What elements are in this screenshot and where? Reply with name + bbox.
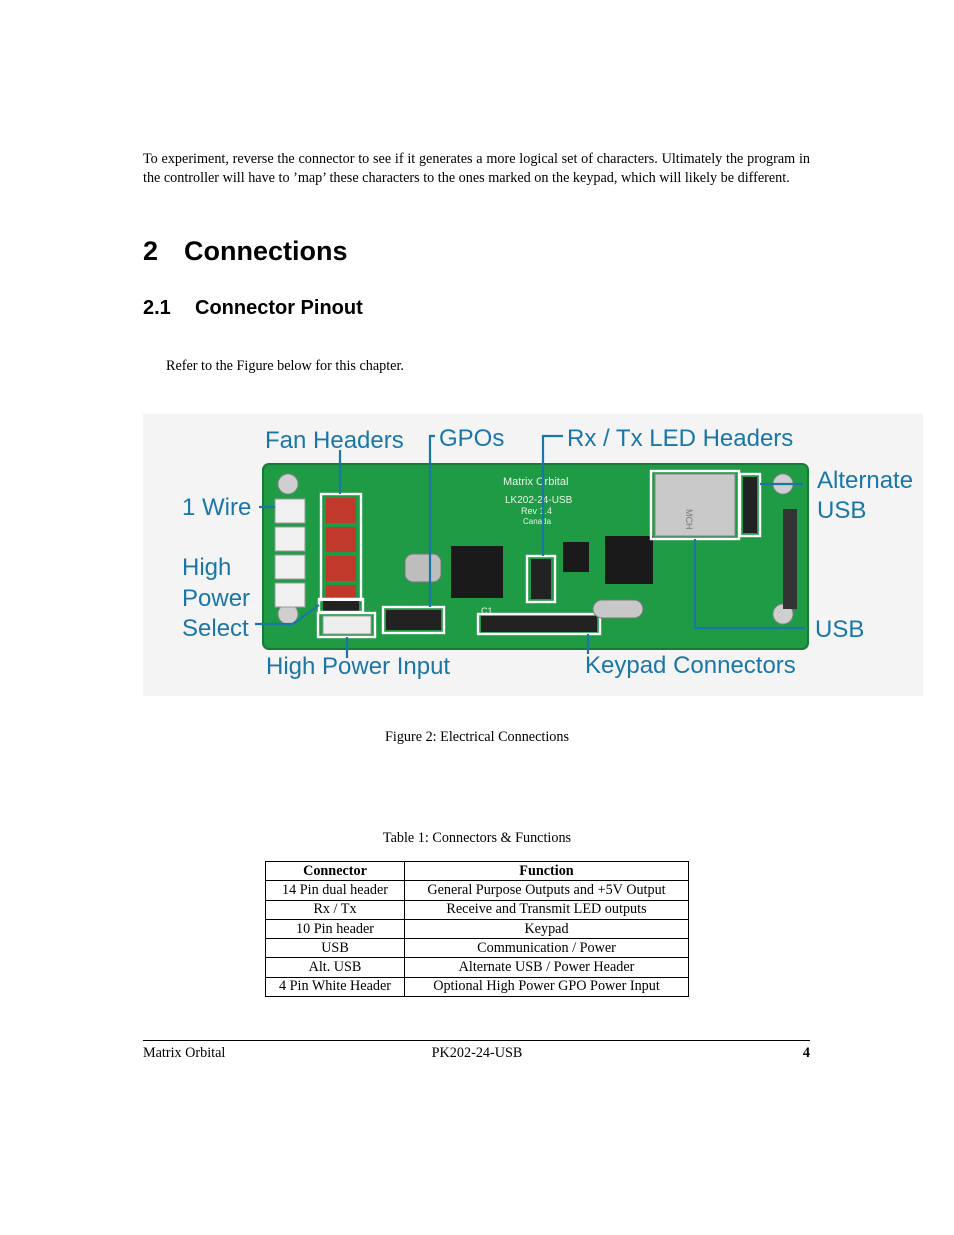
subsection-heading: 2.1 Connector Pinout [143,297,363,320]
table-cell: Receive and Transmit LED outputs [404,899,689,920]
board-country: Canada [523,517,552,526]
footer-product: PK202-24-USB [431,1045,523,1061]
section-number: 2 [143,236,159,266]
label-high-power-input: High Power Input [266,653,450,680]
oscillator [592,599,644,619]
label-alternate: Alternate [817,467,913,494]
alt-usb-box [738,472,762,538]
footer-company: Matrix Orbital [143,1045,226,1061]
gpo-box [381,605,446,635]
label-rx-tx: Rx / Tx LED Headers [567,425,793,452]
board-brand: Matrix Orbital [503,476,568,488]
gpos-leader [428,434,435,607]
subsection-number: 2.1 [143,297,171,319]
fan-header-connectors [326,498,356,597]
table-header-connector: Connector [265,860,405,882]
high-power-select-leader [255,604,320,626]
chip-label: MCH [684,509,694,530]
gpo-header [386,610,441,630]
electrical-connections-figure: Matrix Orbital LK202-24-USB Rev 1.4 Cana… [143,414,923,696]
section-heading: 2 Connections [143,236,348,267]
rx-tx-box [525,554,557,604]
keypad-box [476,612,602,636]
table-cell: 14 Pin dual header [265,880,405,901]
microcontroller-chip [451,546,503,598]
high-power-input-header [322,615,372,635]
table-header-row: Connector Function [265,860,689,882]
edge-header [783,509,797,609]
board-c1: C1 [481,606,493,616]
table-cell: Alternate USB / Power Header [404,957,689,978]
table-cell: USB [265,938,405,959]
table-cell: General Purpose Outputs and +5V Output [404,880,689,901]
table-header-function: Function [404,860,689,882]
alt-usb-header [743,477,757,533]
rx-tx-leader [541,434,563,556]
label-select: Select [182,615,249,642]
board-rev: Rev 1.4 [521,506,552,516]
table-cell: Optional High Power GPO Power Input [404,976,689,998]
table-cell: Rx / Tx [265,899,405,920]
label-one-wire: 1 Wire [182,494,251,521]
intro-paragraph: To experiment, reverse the connector to … [143,151,810,186]
label-power: Power [182,585,250,612]
high-power-select-jumper [323,601,359,611]
label-gpos: GPOs [439,425,504,452]
board-model: LK202-24-USB [505,495,573,506]
table-caption: Table 1: Connectors & Functions [382,830,572,846]
table-cell: Keypad [404,918,689,940]
table-cell: 10 Pin header [265,918,405,940]
table-cell: Alt. USB [265,957,405,978]
page-number: 4 [802,1045,810,1061]
label-fan-headers: Fan Headers [265,427,404,454]
table-cell: 4 Pin White Header [265,976,405,998]
refer-text: Refer to the Figure below for this chapt… [166,358,404,374]
one-wire-headers [274,498,306,608]
label-alternate-usb: USB [817,497,866,524]
keypad-header [481,616,597,632]
crystal [404,553,442,583]
section-title: Connections [184,236,348,266]
subsection-title: Connector Pinout [195,297,363,319]
rx-tx-header [531,559,551,599]
figure-caption: Figure 2: Electrical Connections [385,729,569,745]
usb-connector-shield [654,473,736,537]
label-high: High [182,554,231,581]
usb-leader [693,539,805,630]
usb-controller-chip [605,536,653,584]
footer-rule [143,1040,810,1041]
small-chip [563,542,589,572]
label-usb: USB [815,616,864,643]
table-cell: Communication / Power [404,938,689,959]
label-keypad-connectors: Keypad Connectors [585,652,796,679]
mounting-hole-icon [277,473,299,495]
